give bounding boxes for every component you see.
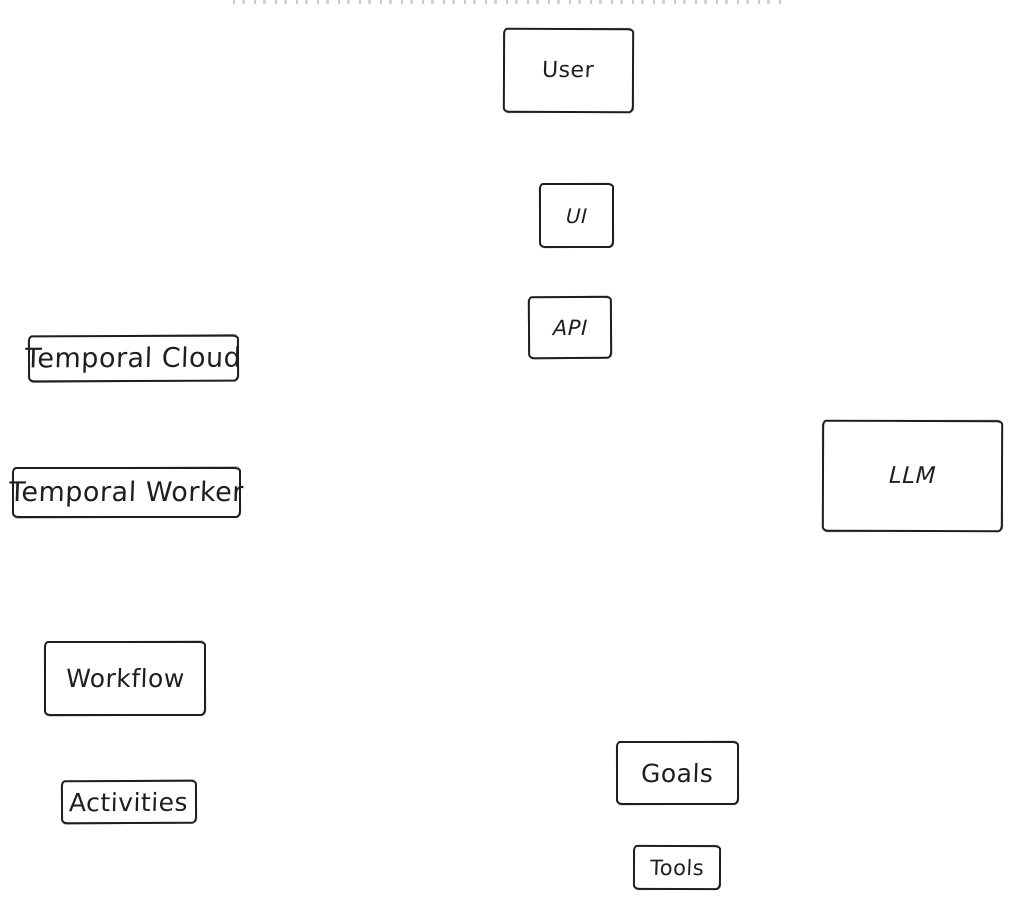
node-ui-label: UI (565, 203, 588, 228)
node-temporal-cloud-label: Temporal Cloud (24, 342, 243, 375)
node-tools[interactable]: Tools (632, 844, 722, 891)
node-workflow-label: Workflow (65, 664, 185, 693)
node-workflow[interactable]: Workflow (44, 641, 206, 716)
node-temporal-worker-label: Temporal Worker (8, 477, 245, 508)
node-goals[interactable]: Goals (616, 741, 739, 805)
node-tools-label: Tools (649, 855, 705, 880)
node-temporal-worker[interactable]: Temporal Worker (9, 467, 244, 518)
node-activities[interactable]: Activities (60, 779, 198, 825)
node-activities-label: Activities (69, 787, 189, 817)
node-llm-label: LLM (888, 462, 937, 490)
node-user-label: User (541, 57, 596, 84)
node-ui[interactable]: UI (539, 183, 614, 248)
node-api-label: API (552, 315, 588, 340)
node-temporal-cloud[interactable]: Temporal Cloud (24, 334, 243, 383)
node-goals-label: Goals (640, 758, 715, 788)
clipped-top-text-fragments (233, 0, 785, 4)
node-llm[interactable]: LLM (821, 419, 1004, 533)
node-api[interactable]: API (527, 295, 613, 360)
node-user[interactable]: User (502, 27, 635, 114)
